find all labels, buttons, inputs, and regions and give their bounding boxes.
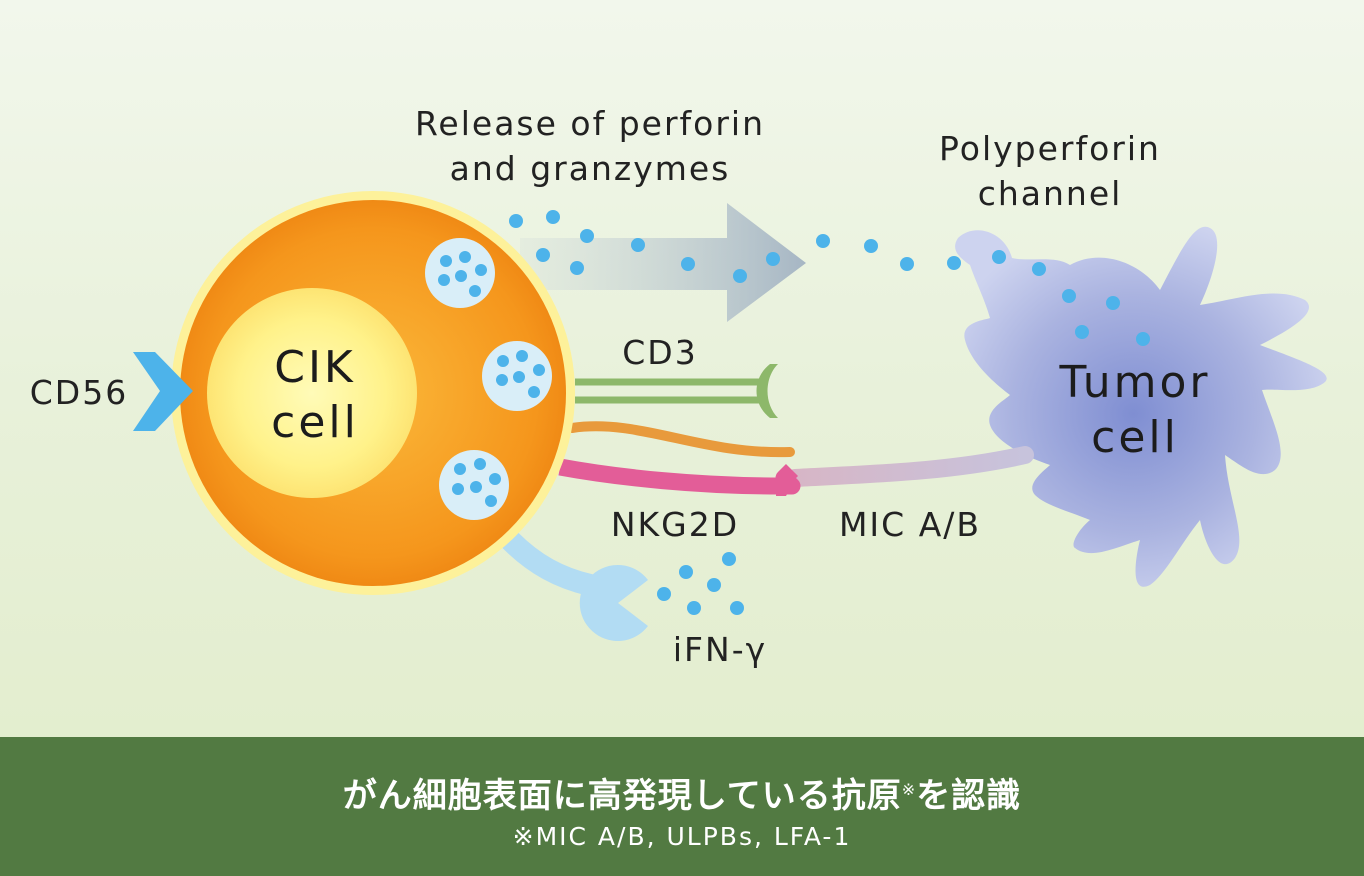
tumor-cell-label: Tumor cell xyxy=(1059,357,1211,463)
polyperforin-label: Polyperforin channel xyxy=(939,129,1161,213)
ifn-receptor-arm xyxy=(499,529,601,596)
nkg2d-label: NKG2D xyxy=(610,505,740,544)
footer-caption: がん細胞表面に高発現している抗原※を認識 xyxy=(0,768,1364,817)
cd56-chevron xyxy=(133,352,193,431)
ifn-gamma-label: iFN-γ xyxy=(672,630,768,669)
cik-cell-nucleus xyxy=(207,288,417,498)
cd3-cap xyxy=(756,364,778,418)
mic-ab-label: MIC A/B xyxy=(838,505,982,544)
granule-top xyxy=(425,238,495,308)
cik-cell-diagram xyxy=(133,191,1327,642)
orange-line xyxy=(567,421,795,458)
mic-ab-line xyxy=(786,446,1034,487)
cd56-label: CD56 xyxy=(29,373,129,412)
tumor-cell-body xyxy=(955,226,1327,587)
ifn-receptor xyxy=(579,565,648,642)
footer-note: ※MIC A/B, ULPBs, LFA-1 xyxy=(512,822,852,851)
ifn-dots xyxy=(657,552,744,615)
cd3-label: CD3 xyxy=(622,333,698,372)
nkg2d-tip xyxy=(776,478,796,496)
footer-banner xyxy=(0,737,1364,876)
perforin-dots xyxy=(509,210,1150,346)
release-arrow xyxy=(520,203,806,322)
granule-bottom xyxy=(439,450,509,520)
granule-middle xyxy=(482,341,552,411)
nkg2d-line xyxy=(558,458,801,495)
footer-caption-end: を認識 xyxy=(916,776,1022,816)
release-label: Release of perforin and granzymes xyxy=(414,104,765,188)
footer-caption-text: がん細胞表面に高発現している抗原 xyxy=(342,776,902,816)
footer-caption-mark: ※ xyxy=(901,780,917,799)
cik-cell-label: CIK cell xyxy=(271,342,359,448)
